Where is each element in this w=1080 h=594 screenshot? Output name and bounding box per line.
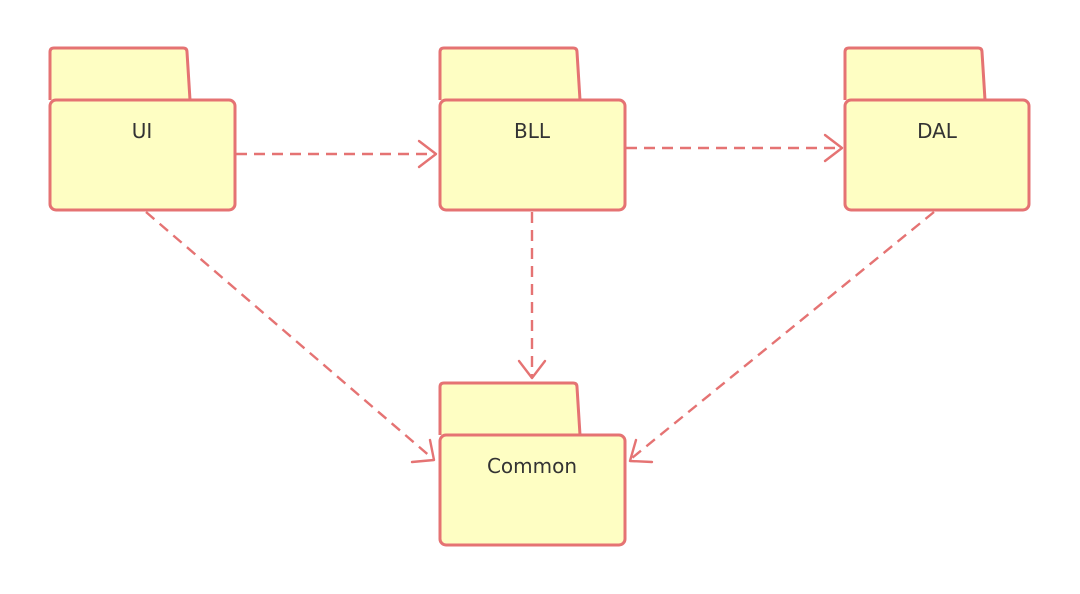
package-dal-label: DAL <box>917 119 958 143</box>
package-dal[interactable]: DAL <box>843 46 1031 212</box>
dependency-ui-to-bll <box>236 139 438 169</box>
package-common[interactable]: Common <box>438 381 627 547</box>
package-bll-label: BLL <box>514 119 551 143</box>
package-common-body <box>438 433 627 547</box>
dependency-dal-to-common <box>628 211 935 464</box>
package-ui-body <box>48 98 237 212</box>
dependency-bll-to-common <box>517 212 547 380</box>
package-common-label: Common <box>487 454 577 478</box>
package-bll-body <box>438 98 627 212</box>
package-bll-tab <box>438 46 582 101</box>
package-dal-body <box>843 98 1031 212</box>
package-ui[interactable]: UI <box>48 46 237 212</box>
package-dal-tab <box>843 46 987 101</box>
package-bll[interactable]: BLL <box>438 46 627 212</box>
package-ui-tab <box>48 46 192 101</box>
package-common-tab <box>438 381 582 436</box>
dependency-ui-to-common <box>145 211 436 464</box>
package-ui-label: UI <box>132 119 153 143</box>
dependency-bll-to-dal <box>626 133 844 163</box>
